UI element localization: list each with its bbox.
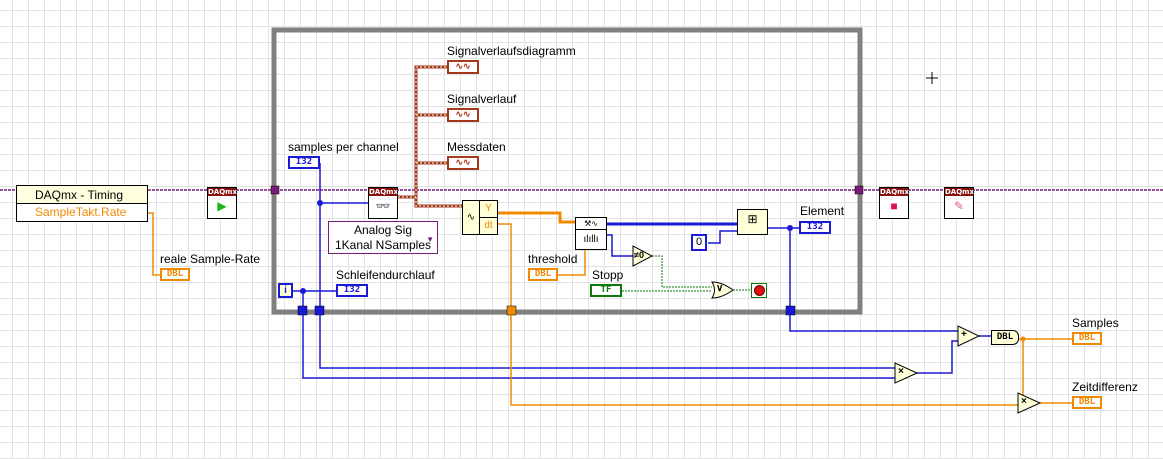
label-signalverlauf: Signalverlauf	[447, 92, 517, 106]
multiply-node-1	[894, 362, 919, 384]
iteration-terminal[interactable]: i	[278, 283, 293, 298]
add-label: +	[961, 329, 967, 340]
while-loop-frame	[271, 27, 863, 315]
glasses-icon: 👓	[375, 199, 391, 213]
indicator-reale-sample-rate[interactable]: DBL	[160, 268, 190, 281]
waveform-wires	[398, 65, 463, 208]
output-y: Y	[480, 201, 497, 218]
daqmx-read-vi[interactable]: DAQmx 👓	[368, 187, 398, 219]
indicator-zeitdifferenz[interactable]: DBL	[1072, 396, 1102, 409]
vi-header: DAQmx	[945, 188, 974, 196]
wire-rate	[147, 212, 162, 276]
indicator-messdaten[interactable]: ∿∿	[447, 156, 479, 170]
selector-line-2: 1Kanal NSamples	[334, 238, 432, 252]
multiply-label-1: ×	[898, 366, 904, 377]
get-waveform-components-node[interactable]: ∿ Y dt	[462, 200, 498, 235]
control-stopp[interactable]: TF	[590, 284, 622, 297]
task-tunnel-right	[854, 185, 864, 195]
daqmx-timing-property-node[interactable]: DAQmx - Timing SampleTakt.Rate	[16, 185, 148, 222]
selector-line-1: Analog Sig	[353, 223, 413, 237]
label-reale-sample-rate: reale Sample-Rate	[160, 252, 261, 266]
stop-square-icon: ■	[890, 199, 898, 213]
task-tunnel-left	[270, 185, 280, 195]
label-stopp: Stopp	[592, 268, 624, 282]
control-threshold[interactable]: DBL	[528, 268, 558, 281]
indicator-samples[interactable]: DBL	[1072, 332, 1102, 345]
multiply-node-2	[1017, 392, 1042, 414]
daqmx-clear-task-vi[interactable]: DAQmx ✎	[944, 187, 974, 219]
multiply-label-2: ×	[1021, 396, 1027, 407]
label-threshold: threshold	[528, 252, 578, 266]
control-samples-per-channel[interactable]: I32	[288, 156, 320, 169]
daqmx-stop-task-vi[interactable]: DAQmx ■	[879, 187, 909, 219]
indicator-signalverlaufsdiagramm[interactable]: ∿∿	[447, 60, 479, 74]
label-element: Element	[800, 204, 845, 218]
waveform-icon: ∿∿	[455, 157, 471, 168]
noise-signal-icon: ılıllı	[583, 234, 599, 245]
hammer-sine-icon: ⚒∿	[576, 218, 606, 230]
label-samples-per-channel: samples per channel	[288, 140, 399, 154]
stop-icon	[753, 285, 765, 296]
not-equal-zero-label: ≠0	[634, 250, 644, 260]
waveform-icon: ∿	[463, 201, 480, 234]
indicator-element[interactable]: I32	[799, 221, 831, 234]
vi-header: DAQmx	[880, 188, 909, 196]
label-signalverlaufsdiagramm: Signalverlaufsdiagramm	[447, 44, 576, 58]
property-rate-item[interactable]: SampleTakt.Rate	[35, 205, 127, 219]
waveform-icon: ∿∿	[455, 61, 471, 72]
add-node	[957, 325, 981, 347]
output-dt: dt	[484, 220, 493, 231]
label-zeitdifferenz: Zeitdifferenz	[1072, 380, 1138, 394]
not-equal-zero-node	[632, 245, 654, 267]
play-icon: ▶	[217, 199, 227, 213]
property-node-title: DAQmx - Timing	[35, 187, 124, 202]
index-array-node[interactable]: ⊞	[737, 209, 768, 235]
constant-index-zero[interactable]: 0	[691, 234, 707, 251]
waveform-icon: ∿∿	[455, 109, 471, 120]
indicator-schleifendurchlauf[interactable]: I32	[336, 284, 368, 297]
loop-condition-terminal[interactable]	[751, 283, 767, 298]
dropdown-arrow-icon: ▼	[426, 235, 434, 244]
peak-detector-vi[interactable]: ⚒∿ ılıllı	[575, 217, 607, 250]
vi-header: DAQmx	[208, 188, 237, 196]
label-samples: Samples	[1072, 316, 1119, 330]
to-double-conversion[interactable]: DBL	[991, 330, 1019, 345]
label-schleifendurchlauf: Schleifendurchlauf	[336, 268, 435, 282]
or-label: ∨	[716, 283, 724, 294]
read-polymorphic-selector[interactable]: Analog Sig 1Kanal NSamples ▼	[328, 221, 438, 254]
array-grid-icon: ⊞	[747, 212, 758, 226]
daqmx-start-task-vi[interactable]: DAQmx ▶	[207, 187, 237, 219]
label-messdaten: Messdaten	[447, 140, 506, 154]
or-node	[711, 281, 734, 299]
eraser-icon: ✎	[953, 199, 965, 213]
indicator-signalverlauf[interactable]: ∿∿	[447, 108, 479, 122]
vi-header: DAQmx	[369, 188, 398, 196]
